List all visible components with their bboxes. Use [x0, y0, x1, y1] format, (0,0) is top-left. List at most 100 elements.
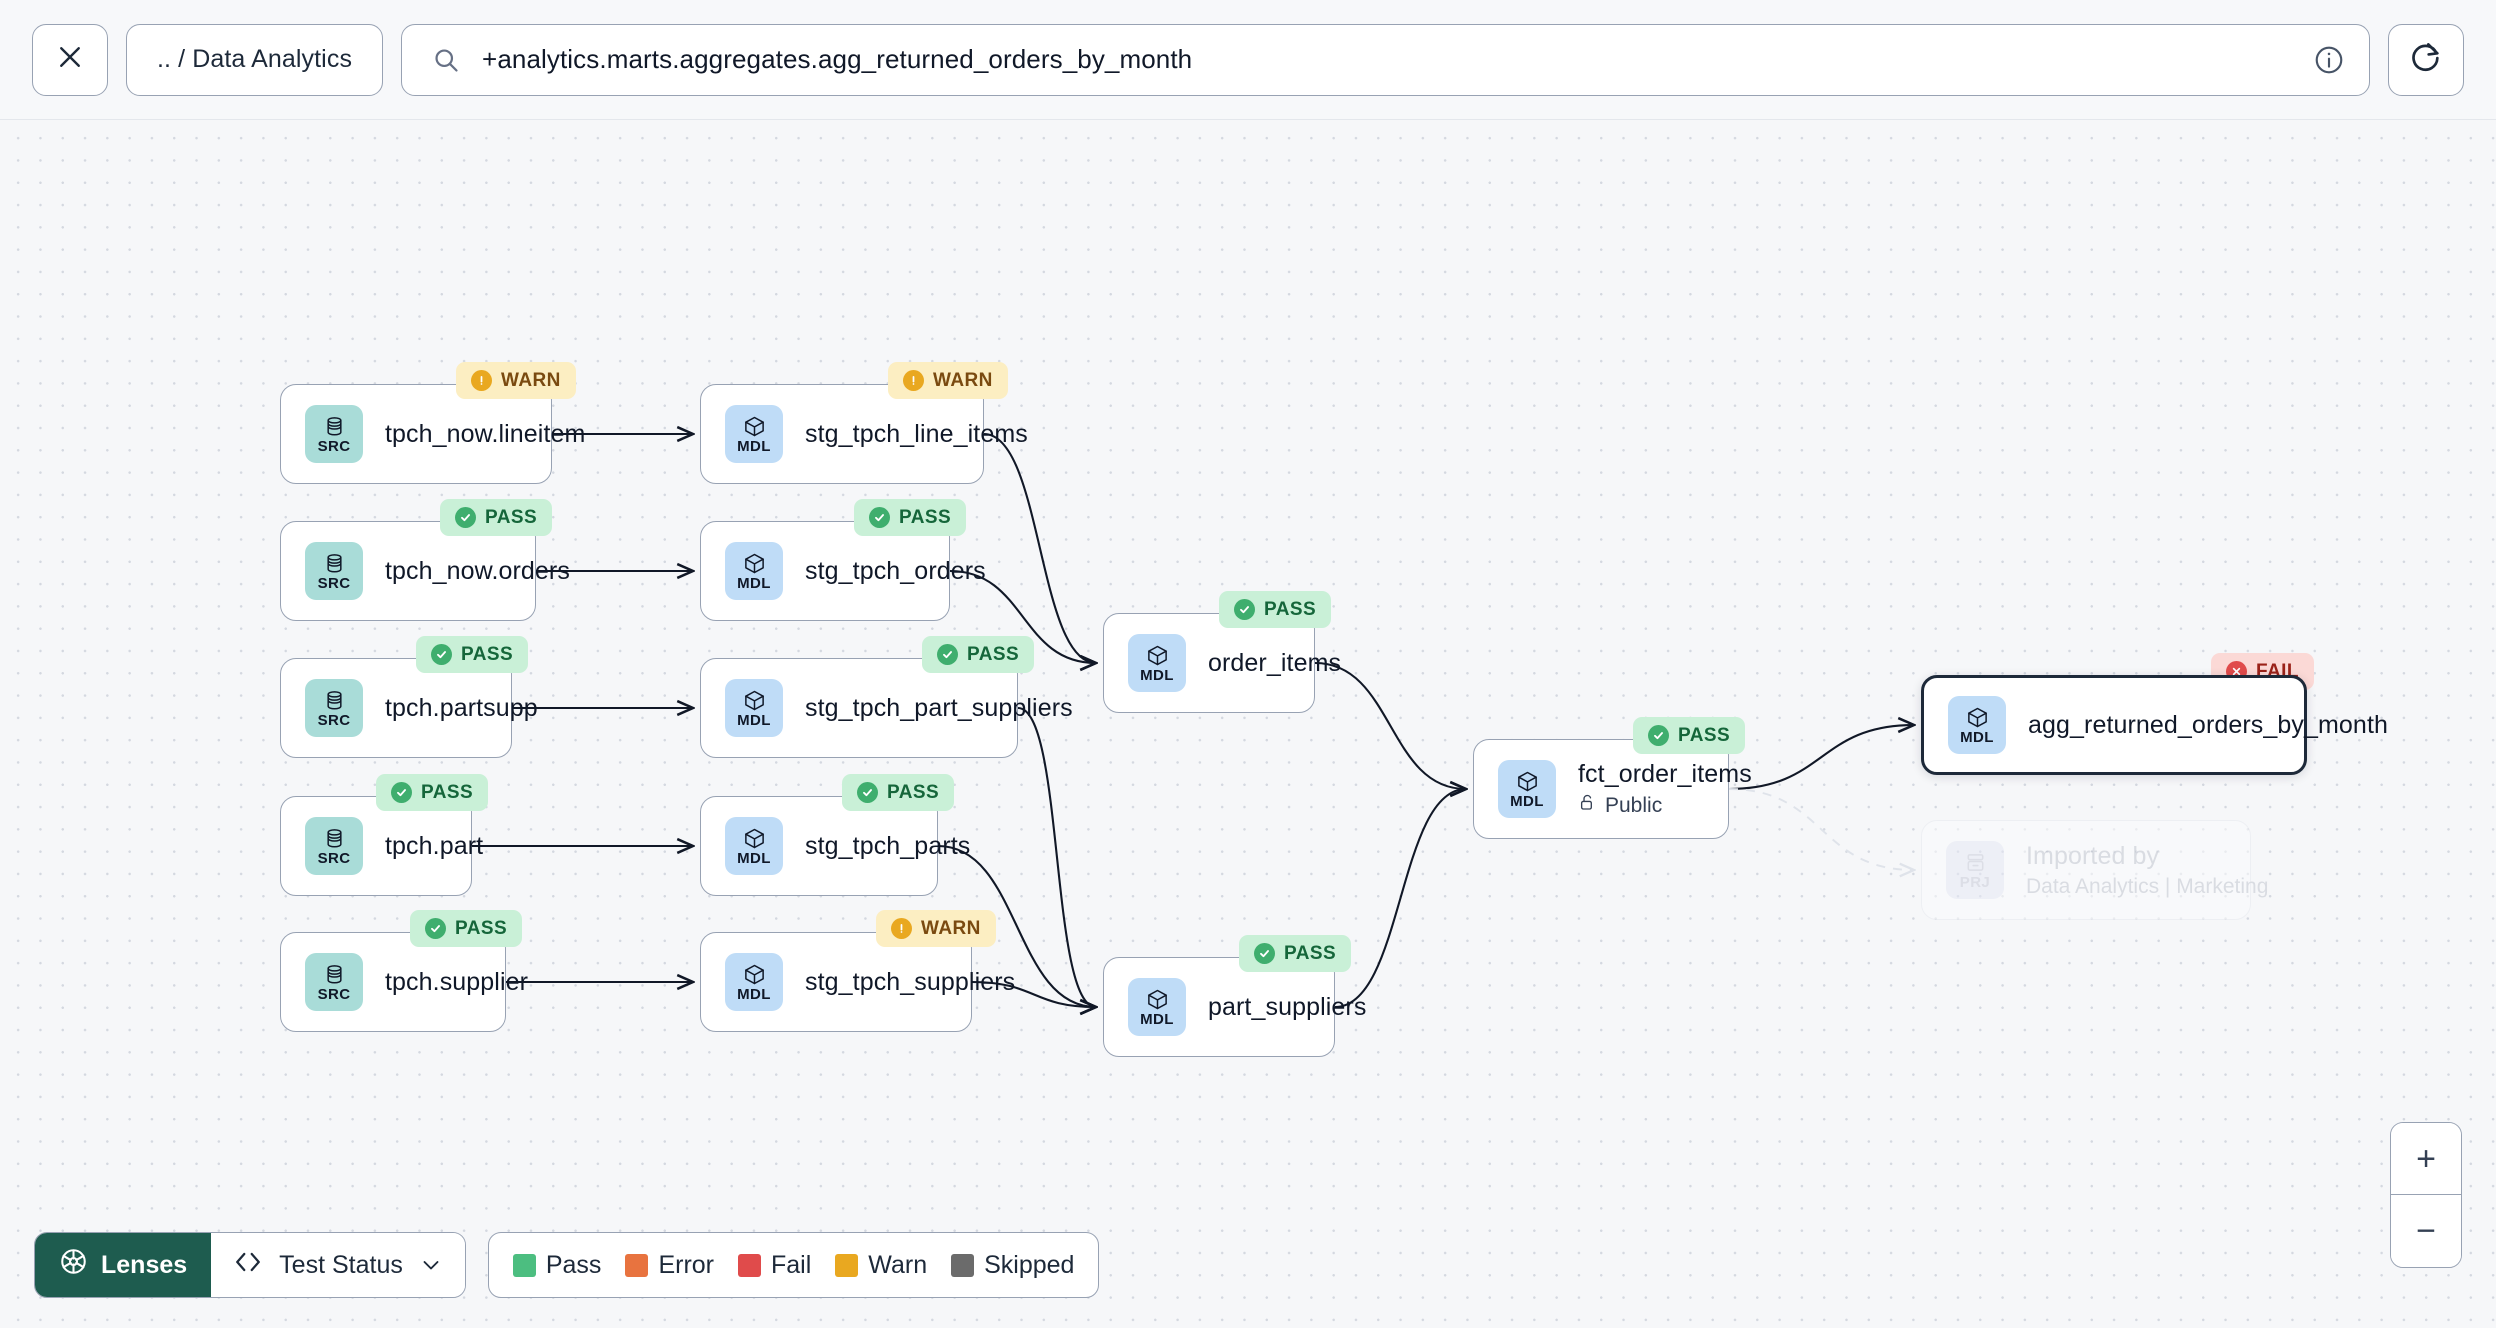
node-subtitle: Public — [1578, 793, 1752, 818]
node-labels: tpch.supplier — [385, 968, 554, 997]
status-badge: PASS — [922, 636, 1035, 673]
test-status-dropdown[interactable]: Test Status — [211, 1233, 465, 1297]
node-kind-chip-mdl: MDL — [725, 817, 783, 875]
node-title: stg_tpch_suppliers — [805, 967, 1016, 996]
legend-label: Warn — [868, 1250, 928, 1279]
status-badge-wrapper: PASS — [410, 910, 523, 947]
node-kind-label: SRC — [317, 437, 351, 455]
prj-icon — [1964, 851, 1987, 874]
zoom-out-button[interactable]: − — [2391, 1195, 2461, 1267]
status-badge-wrapper: PASS — [376, 774, 489, 811]
status-badge-label: PASS — [1264, 598, 1317, 620]
status-badge-label: PASS — [899, 506, 952, 528]
node-kind-chip-src: SRC — [305, 817, 363, 875]
node-kind-label: MDL — [1140, 666, 1174, 684]
close-button[interactable] — [32, 23, 108, 96]
lenses-label: Lenses — [101, 1250, 188, 1279]
status-badge-wrapper: PASS — [1219, 591, 1332, 628]
legend-item-pass[interactable]: Pass — [512, 1251, 601, 1280]
status-badge-wrapper: PASS — [440, 499, 553, 536]
status-pass-icon — [1254, 943, 1275, 964]
status-badge: PASS — [410, 910, 523, 947]
status-pass-icon — [431, 644, 452, 665]
status-badge-wrapper: PASS — [416, 636, 529, 673]
status-badge: WARN — [888, 362, 1008, 399]
node-kind-chip-mdl: MDL — [1128, 634, 1186, 692]
search-icon — [432, 46, 460, 74]
status-badge: PASS — [416, 636, 529, 673]
node-kind-label: SRC — [317, 711, 351, 729]
lineage-edge — [1314, 661, 1466, 789]
legend-item-skipped[interactable]: Skipped — [951, 1251, 1074, 1280]
edge-layer — [471, 120, 2496, 1328]
zoom-in-button[interactable]: + — [2391, 1123, 2461, 1195]
status-pass-icon — [425, 918, 446, 939]
lineage-edge — [971, 980, 1096, 1007]
bottom-toolbar: Lenses Test Status Pass Error Fail Warn Skip… — [34, 1232, 1100, 1298]
breadcrumb[interactable]: .. / Data Analytics — [126, 23, 384, 96]
src-icon — [323, 689, 346, 712]
chevron-down-icon — [419, 1253, 443, 1277]
status-badge-label: PASS — [455, 917, 508, 939]
legend-label: Fail — [771, 1250, 812, 1279]
legend-item-error[interactable]: Error — [625, 1251, 714, 1280]
code-icon — [233, 1247, 263, 1284]
status-badge: PASS — [842, 774, 955, 811]
node-labels: agg_returned_orders_by_month — [2028, 711, 2414, 740]
status-badge-label: PASS — [461, 643, 514, 665]
top-toolbar: .. / Data Analytics +analytics.marts.agg… — [0, 0, 2496, 120]
node-kind-label: MDL — [737, 711, 771, 729]
node-subtitle: Data Analytics | Marketing — [2026, 874, 2269, 898]
node-kind-label: MDL — [1960, 728, 1994, 746]
status-badge-wrapper: WARN — [888, 362, 1008, 399]
node-title: tpch.part — [385, 831, 484, 860]
node-kind-chip-src: SRC — [305, 405, 363, 463]
node-title: stg_tpch_orders — [805, 556, 986, 585]
mdl-icon — [743, 827, 766, 850]
status-badge-label: PASS — [421, 781, 474, 803]
lineage-node-src_part[interactable]: SRC tpch.part — [280, 796, 483, 896]
lenses-button[interactable]: Lenses — [35, 1233, 212, 1297]
legend-item-warn[interactable]: Warn — [835, 1251, 927, 1280]
search-input[interactable]: +analytics.marts.aggregates.agg_returned… — [482, 44, 1193, 74]
node-kind-chip-src: SRC — [305, 953, 363, 1011]
refresh-icon — [2409, 40, 2443, 79]
node-labels: Imported by Data Analytics | Marketing — [2026, 842, 2294, 899]
mdl-icon — [743, 552, 766, 575]
unlock-icon — [1578, 793, 1597, 818]
lineage-node-stg_suppliers[interactable]: MDL stg_tpch_suppliers — [700, 932, 1015, 1032]
lineage-edge — [1728, 725, 1914, 791]
aperture-icon — [59, 1247, 88, 1283]
mdl-icon — [743, 963, 766, 986]
status-badge-wrapper: WARN — [876, 910, 996, 947]
node-kind-label: SRC — [317, 985, 351, 1003]
node-kind-label: MDL — [1140, 1010, 1174, 1028]
test-status-label: Test Status — [279, 1250, 403, 1279]
node-kind-chip-mdl: MDL — [725, 953, 783, 1011]
legend-item-fail[interactable]: Fail — [738, 1251, 811, 1280]
refresh-button[interactable] — [2388, 23, 2464, 96]
status-legend: Pass Error Fail Warn Skipped — [487, 1232, 1100, 1298]
src-icon — [323, 415, 346, 438]
legend-swatch — [738, 1253, 761, 1277]
node-title: Imported by — [2026, 841, 2160, 870]
node-labels: tpch_now.lineitem — [385, 420, 611, 449]
info-circle-icon[interactable] — [2313, 44, 2345, 76]
search-bar[interactable]: +analytics.marts.aggregates.agg_returned… — [401, 23, 2370, 96]
lineage-edge — [1728, 788, 1914, 870]
node-kind-label: SRC — [317, 574, 351, 592]
